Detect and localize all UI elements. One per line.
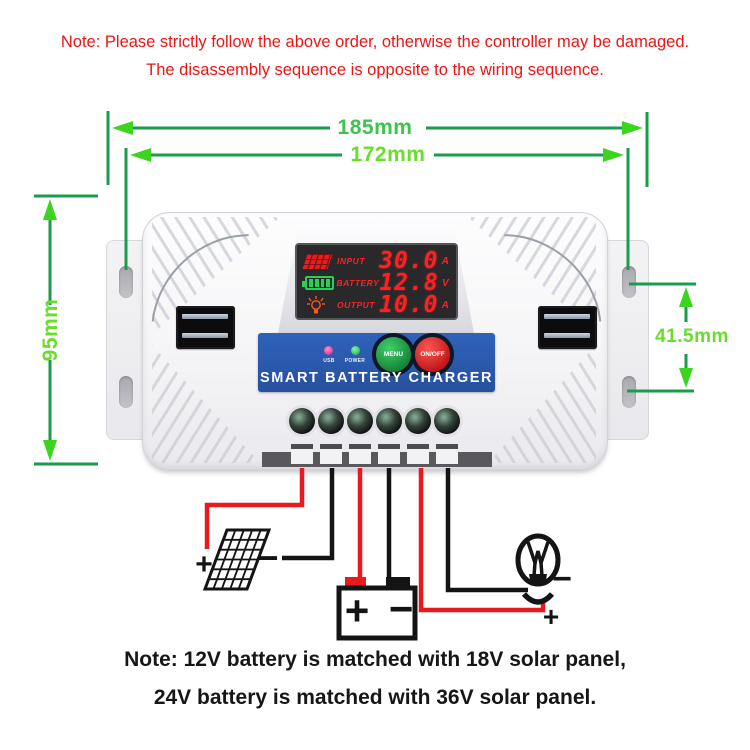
terminal-screw	[347, 408, 373, 434]
terminal-opening	[320, 444, 342, 464]
terminal-opening	[378, 444, 400, 464]
display-value: 12.8	[379, 270, 439, 296]
dimension-label-41-5mm: 41.5mm	[655, 326, 729, 347]
light-bulb-icon	[305, 295, 337, 315]
lcd-display: INPUT 30.0 A BATTERY 12.8 V	[295, 243, 458, 320]
solar-positive-wire	[204, 468, 305, 549]
load-plus-sign: +	[542, 601, 560, 632]
matching-note-line2: 24V battery is matched with 36V solar pa…	[153, 686, 597, 709]
display-label: BATTERY	[336, 278, 380, 288]
display-row-output: OUTPUT 10.0 A	[305, 292, 452, 318]
solar-minus-sign: −	[257, 537, 279, 578]
display-unit: V	[442, 277, 449, 289]
led-label-usb: USB	[323, 358, 335, 364]
solar-plus-sign: +	[195, 548, 213, 581]
menu-button-label: MENU	[383, 351, 404, 358]
solar-panel-icon	[302, 253, 337, 269]
menu-button: MENU	[376, 337, 411, 372]
mounting-slot	[622, 376, 636, 408]
display-label: OUTPUT	[337, 300, 375, 310]
terminal-opening	[436, 444, 458, 464]
display-unit: A	[441, 299, 449, 311]
display-unit: A	[441, 255, 449, 267]
mounting-slot	[119, 266, 133, 298]
solar-negative-wire	[282, 468, 335, 561]
terminal-screw	[405, 408, 431, 434]
battery-minus-sign: −	[388, 585, 414, 632]
dimension-label-172mm: 172mm	[350, 143, 426, 166]
display-value: 30.0	[379, 248, 439, 274]
control-panel: USB POWER MENU ON/OFF SMART BATTERY CHAR…	[258, 333, 495, 392]
load-negative-wire	[445, 468, 528, 593]
load-positive-wire	[418, 468, 546, 613]
load-minus-sign: −	[552, 560, 572, 598]
battery-icon	[302, 276, 336, 290]
panel-title: SMART BATTERY CHARGER	[259, 370, 494, 386]
dimension-label-95mm: 95mm	[39, 298, 62, 362]
mounting-slot	[119, 376, 133, 408]
display-value: 10.0	[379, 292, 439, 318]
on-off-button-label: ON/OFF	[420, 351, 445, 358]
warning-note-line2: The disassembly sequence is opposite to …	[146, 61, 604, 79]
terminal-opening	[407, 444, 429, 464]
terminal-opening	[349, 444, 371, 464]
terminal-strip	[262, 452, 492, 467]
terminal-screw	[289, 408, 315, 434]
display-label: INPUT	[337, 256, 366, 266]
display-row-input: INPUT 30.0 A	[302, 248, 452, 274]
terminal-opening	[291, 444, 313, 464]
mounting-slot	[622, 266, 636, 298]
terminal-screw	[376, 408, 402, 434]
power-led	[351, 346, 360, 355]
warning-note-line1: Note: Please strictly follow the above o…	[60, 33, 690, 51]
usb-port-left	[176, 306, 235, 349]
led-label-power: POWER	[344, 358, 366, 364]
matching-note-line1: Note: 12V battery is matched with 18V so…	[124, 648, 626, 671]
usb-led	[324, 346, 333, 355]
usb-port-right	[538, 306, 597, 349]
terminal-screw	[434, 408, 460, 434]
display-row-battery: BATTERY 12.8 V	[302, 270, 452, 296]
dimension-label-185mm: 185mm	[337, 116, 413, 139]
battery-plus-sign: +	[344, 587, 370, 634]
terminal-screw	[318, 408, 344, 434]
on-off-button: ON/OFF	[415, 337, 450, 372]
